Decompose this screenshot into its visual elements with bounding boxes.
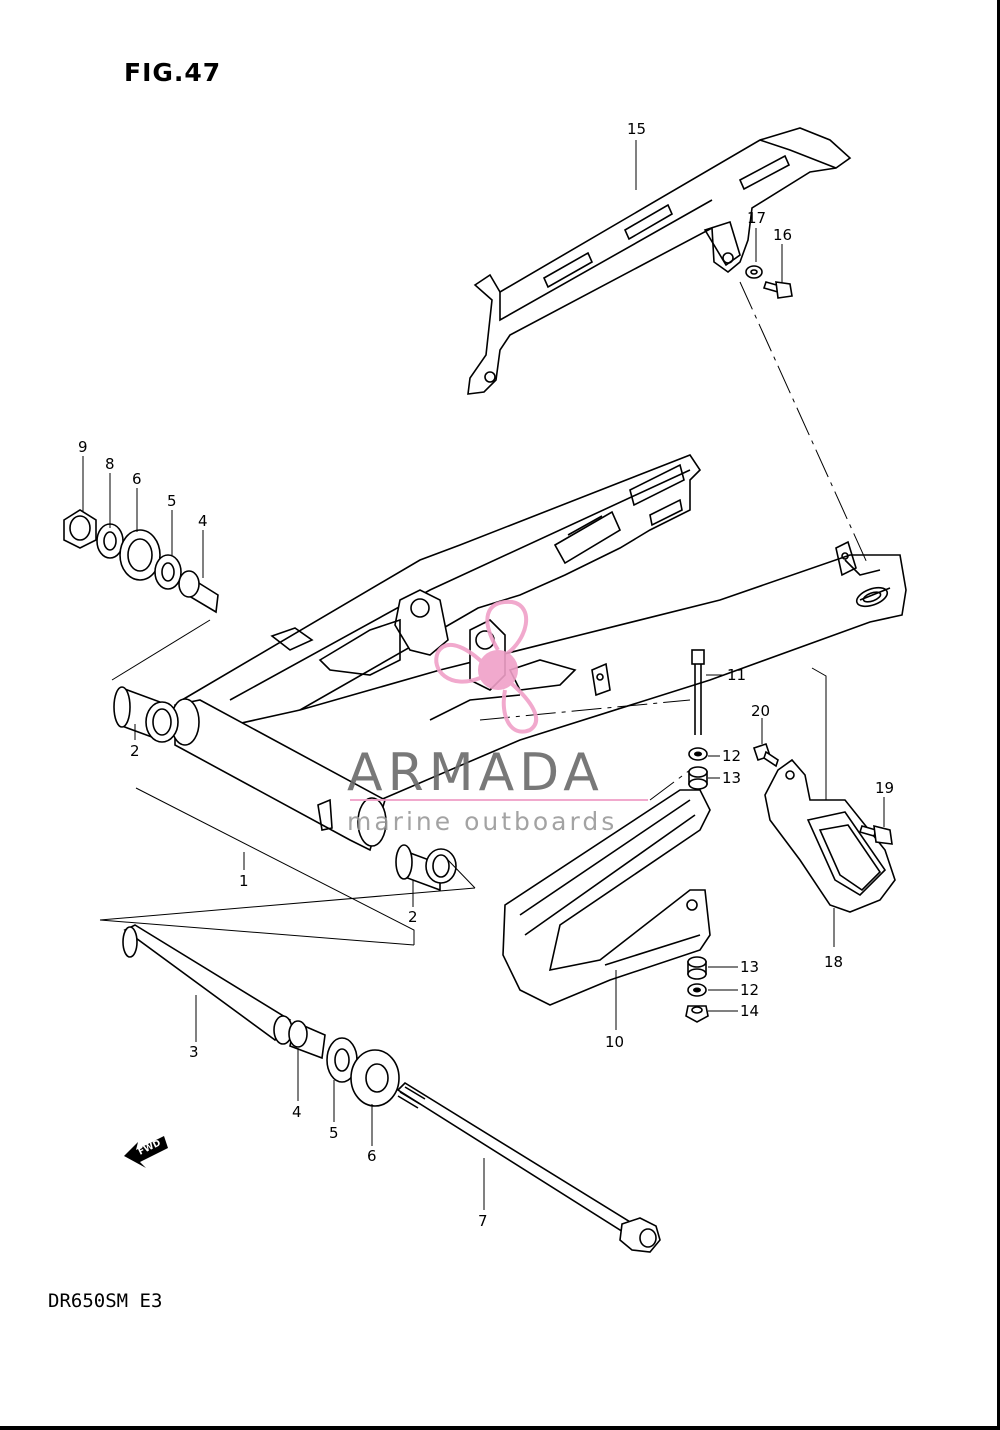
part-chain-case (467, 127, 852, 395)
leader-lines (82, 140, 885, 1210)
part-spacer-4b (288, 1020, 326, 1060)
callout-11: 11 (727, 666, 746, 684)
callout-13-lower: 13 (740, 958, 759, 976)
part-washer-12b (687, 983, 707, 997)
part-washer-12a (688, 747, 708, 761)
part-collar-13a (688, 766, 708, 790)
watermark: ARMADA marine outboards (347, 599, 648, 836)
callout-2-left: 2 (130, 742, 140, 760)
part-washer-8 (96, 523, 124, 559)
callout-17: 17 (747, 209, 766, 227)
callout-15: 15 (627, 120, 646, 138)
callout-12-upper: 12 (722, 747, 741, 765)
part-tube-3 (122, 924, 293, 1045)
callout-6-lower: 6 (367, 1147, 377, 1165)
watermark-brand: ARMADA (347, 743, 604, 803)
callout-20: 20 (751, 702, 770, 720)
callout-19: 19 (875, 779, 894, 797)
callout-12-lower: 12 (740, 981, 759, 999)
part-pivot-shaft-7 (396, 1081, 661, 1253)
callout-13-upper: 13 (722, 769, 741, 787)
callout-5-lower: 5 (329, 1124, 339, 1142)
callout-18: 18 (824, 953, 843, 971)
callout-10: 10 (605, 1033, 624, 1051)
part-nut-14 (685, 1005, 709, 1023)
callout-labels: 15 17 16 9 8 6 5 4 11 20 12 13 19 2 1 2 … (78, 120, 894, 1230)
part-bearing-2a (113, 686, 179, 743)
callout-14: 14 (740, 1002, 759, 1020)
part-spacer-4a (178, 570, 219, 614)
callout-16: 16 (773, 226, 792, 244)
part-bearing-2b (395, 844, 457, 892)
callout-4-upper: 4 (198, 512, 208, 530)
part-washer-5b (326, 1037, 358, 1083)
part-bolt-20 (752, 742, 779, 768)
callout-5-upper: 5 (167, 492, 177, 510)
callout-9: 9 (78, 438, 88, 456)
watermark-tagline: marine outboards (347, 807, 617, 836)
part-seal-6a (119, 529, 161, 581)
part-collar-13b (687, 956, 707, 980)
part-chain-buffer-10 (502, 789, 711, 1006)
callout-6-upper: 6 (132, 470, 142, 488)
watermark-logo-icon (434, 599, 538, 734)
part-screw-19 (858, 824, 893, 845)
callout-1: 1 (239, 872, 249, 890)
model-label: DR650SM E3 (48, 1290, 163, 1312)
callout-7: 7 (478, 1212, 488, 1230)
part-bolt-11 (691, 649, 705, 735)
part-washer-17 (745, 265, 763, 279)
figure-title: FIG.47 (124, 58, 222, 87)
callout-4-lower: 4 (292, 1103, 302, 1121)
part-chain-guide-18 (764, 758, 896, 913)
callout-8: 8 (105, 455, 115, 473)
part-bolt-16 (762, 281, 793, 299)
fwd-arrow-icon: FWD (124, 1136, 168, 1168)
callout-2-right: 2 (408, 908, 418, 926)
callout-3: 3 (189, 1043, 199, 1061)
part-washer-5a (154, 554, 182, 590)
part-seal-6b (350, 1049, 400, 1107)
part-nut-9 (63, 509, 97, 549)
